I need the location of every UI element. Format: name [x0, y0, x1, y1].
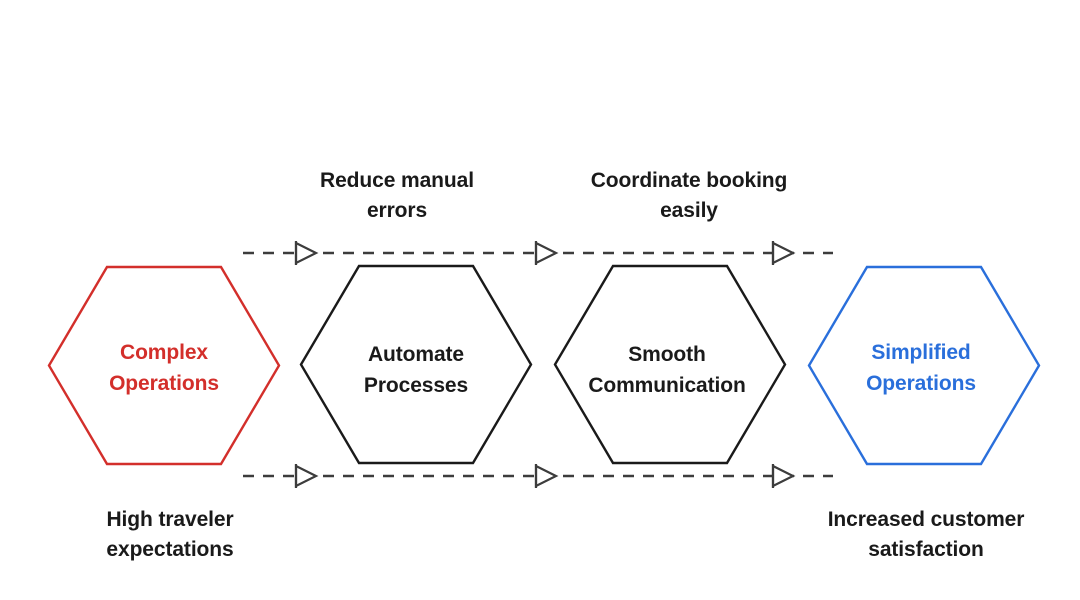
edge-label-coordinate-booking-easily: Coordinate booking easily [570, 166, 808, 227]
edge-label-line-1: High traveler [106, 508, 234, 531]
edge-label-line-1: Increased customer [827, 508, 1025, 531]
edge-label-line-1: Coordinate booking [590, 169, 788, 192]
edge-label-reduce-manual-errors: Reduce manual errors [290, 166, 504, 227]
edge-label-high-traveler-expectations: High traveler expectations [74, 505, 266, 566]
top-arrowhead-icon-2 [534, 241, 559, 265]
hexagon-automate-processes[interactable] [299, 264, 533, 465]
top-arrowhead-icon-3 [771, 241, 796, 265]
bottom-arrowhead-icon-2 [534, 464, 559, 488]
edge-label-line-2: expectations [106, 538, 234, 562]
top-arrowhead-icon-1 [294, 241, 319, 265]
edge-label-line-1: Reduce manual [320, 169, 474, 192]
hexagon-complex-operations[interactable] [47, 265, 281, 466]
edge-label-line-2: errors [366, 199, 428, 223]
bottom-arrowhead-icon-3 [771, 464, 796, 488]
bottom-arrowhead-icon-1 [294, 464, 319, 488]
hexagon-simplified-operations[interactable] [807, 265, 1041, 466]
hexagon-smooth-communication[interactable] [553, 264, 787, 465]
edge-label-line-2: satisfaction [868, 538, 984, 562]
edge-label-increased-customer-satisfaction: Increased customer satisfaction [806, 505, 1046, 566]
bottom-flow-line [243, 464, 833, 488]
edge-label-line-2: easily [660, 199, 718, 223]
top-flow-line [243, 241, 833, 265]
